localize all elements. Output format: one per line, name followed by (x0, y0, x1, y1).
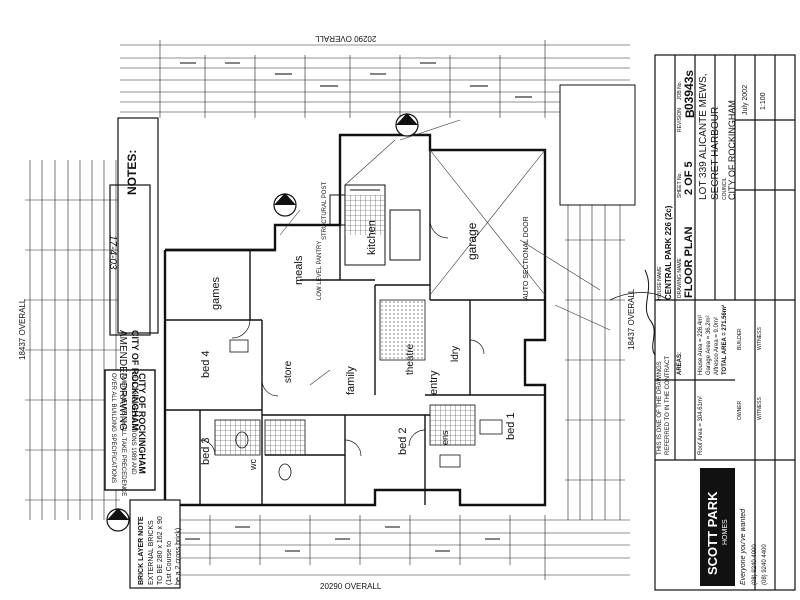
room-label-meals: meals (293, 255, 305, 285)
area-alfresco: Alfresco Area = 9.0m² (714, 317, 720, 375)
room-label-games: games (210, 276, 222, 310)
room-label-bed2: bed 2 (397, 427, 409, 455)
job-number: 03943s (682, 69, 696, 110)
drawing-name: FLOOR PLAN (683, 226, 695, 299)
room-label-garage: garage (465, 222, 479, 260)
area-house: House Area = 226.4m² (698, 314, 704, 375)
owner-label-1: OWNER (737, 400, 743, 420)
rockingham-stamp-line-4: OVER ALL BUILDING SPECIFICATIONS (110, 373, 116, 484)
witness-label-1: WITNESS (757, 397, 763, 420)
overall-dimension-left: 18437 OVERALL (18, 298, 27, 360)
rockingham-stamp-line-2: BUILDING REGULATIONS 1989 AND (130, 373, 136, 475)
handwritten-date: 17-4-03 (107, 235, 118, 270)
contract-note-2: REFERRED TO IN THE CONTRACT (665, 355, 671, 455)
areas-title: AREAS: (677, 351, 683, 375)
phone: (08) 9240 4000 (752, 544, 758, 585)
builder-label: BUILDER (737, 328, 743, 350)
brick-note-line-1: EXTERNAL BRICKS (148, 520, 155, 585)
room-label-family: family (345, 366, 357, 395)
room-label-store: store (283, 360, 294, 383)
overall-dimension-top: 20290 OVERALL (315, 34, 377, 43)
room-label-ens: ens (440, 430, 450, 445)
revision-value: B (683, 109, 697, 118)
house-name-label: HOUSE NAME (657, 266, 663, 300)
council-name: CITY OF ROCKINGHAM (727, 100, 737, 200)
house-name: CENTRAL PARK 226 (2c) (664, 205, 673, 300)
pantry-note: LOW LEVEL PANTRY (317, 240, 323, 300)
contract-note-1: THIS IS ONE OF THE DRAWINGS (657, 361, 663, 455)
area-garage: Garage Area = 36.2m² (706, 315, 712, 375)
drawing-scale: 1:100 (760, 92, 767, 110)
overall-dimension-right: 18437 OVERALL (627, 288, 636, 350)
garage-door-note: AUTO SECTIONAL DOOR (523, 216, 530, 300)
room-label-wc: wc (248, 459, 258, 470)
drawing-date: July 2002 (742, 85, 749, 115)
fax: (08) 9240 4400 (762, 544, 768, 585)
brand-logo: SCOTT PARK (705, 491, 720, 575)
overall-dimension-bottom: 20290 OVERALL (320, 582, 382, 591)
brick-note-title: BRICK LAYER NOTE (138, 516, 145, 585)
slogan: Everyone you've wanted (740, 508, 747, 585)
structural-post-note: STRUCTURAL POST (322, 181, 328, 240)
suburb: SECRET HARBOUR (710, 106, 721, 200)
brand-sub: HOMES (722, 519, 729, 545)
witness-label-2: WITNESS (757, 327, 763, 350)
sheet-number: 2 OF 5 (683, 161, 695, 195)
room-label-bed4: bed 4 (200, 350, 212, 378)
lot-address: LOT 339 ALICANTE MEWS, (698, 73, 709, 200)
room-label-bed1: bed 1 (505, 412, 517, 440)
room-label-entry: entry (428, 370, 440, 395)
room-label-theatre: theatre (405, 343, 416, 375)
brick-note-line-4: be a 2 cross brick) (175, 527, 182, 585)
rockingham-stamp-line-3: AMENDMENTS SHALL TAKE PRECEDENCE (120, 373, 126, 497)
room-label-ldry: ldry (450, 345, 461, 362)
area-roof: Roof Area = 304.61m² (698, 396, 704, 455)
area-total: TOTAL AREA = 271.56m² (722, 304, 728, 375)
room-label-bed3: bed 3 (200, 437, 212, 465)
room-label-kitchen: kitchen (366, 220, 378, 255)
notes-title: NOTES: (125, 149, 139, 195)
brick-note-line-2: TO BE 280 x 162 x 90 (157, 516, 164, 585)
brick-note-line-3: (1st Course to (166, 541, 173, 585)
rockingham-stamp-line-1: CITY OF ROCKINGHAM (137, 373, 147, 474)
